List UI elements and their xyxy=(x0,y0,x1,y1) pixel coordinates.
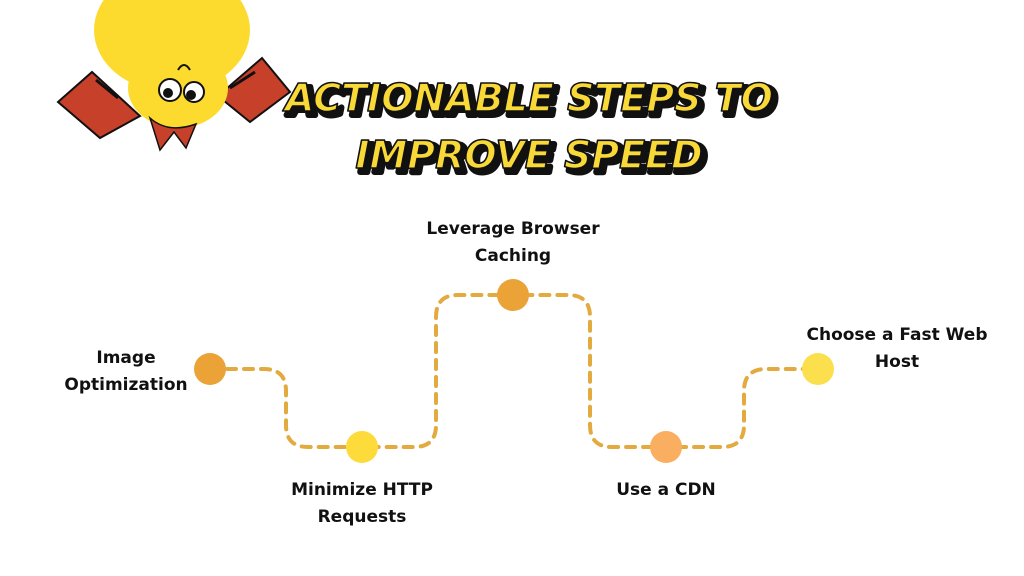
diagram-title: ACTIONABLE STEPS TO IMPROVE SPEED ACTION… xyxy=(270,70,790,200)
step-label-line1: Image xyxy=(96,348,156,368)
mascot-illustration xyxy=(56,0,292,152)
step-dot-browser-caching xyxy=(497,279,529,311)
step-dot-cdn xyxy=(650,431,682,463)
step-label-line2: Requests xyxy=(317,507,407,527)
step-label-line1: Leverage Browser xyxy=(426,219,600,239)
dashed-connector xyxy=(208,293,820,449)
title-line1-shadow: ACTIONABLE STEPS TO xyxy=(286,80,777,124)
title-line1: ACTIONABLE STEPS TO xyxy=(282,76,773,120)
step-label-image-optimization: Image Optimization xyxy=(56,345,196,399)
mascot-scarf-icon xyxy=(148,115,198,152)
step-label-cdn: Use a CDN xyxy=(586,477,746,504)
step-label-line2: Caching xyxy=(474,246,552,266)
step-label-line1: Choose a Fast Web xyxy=(806,325,988,345)
step-label-line1: Use a CDN xyxy=(616,480,716,500)
title-line2-shadow: IMPROVE SPEED xyxy=(359,137,706,181)
mascot-left-flag-icon xyxy=(56,70,142,140)
mascot-right-flag-icon xyxy=(216,56,292,124)
step-label-fast-host: Choose a Fast Web Host xyxy=(792,322,1002,376)
step-label-line2: Optimization xyxy=(64,375,188,395)
step-label-minimize-http: Minimize HTTP Requests xyxy=(262,477,462,531)
step-dot-image-optimization xyxy=(194,353,226,385)
step-label-browser-caching: Leverage Browser Caching xyxy=(403,216,623,270)
step-label-line1: Minimize HTTP xyxy=(291,480,433,500)
step-dot-minimize-http xyxy=(346,431,378,463)
title-line2: IMPROVE SPEED xyxy=(355,133,702,177)
step-label-line2: Host xyxy=(874,352,920,372)
step-dot-fast-host xyxy=(802,353,834,385)
